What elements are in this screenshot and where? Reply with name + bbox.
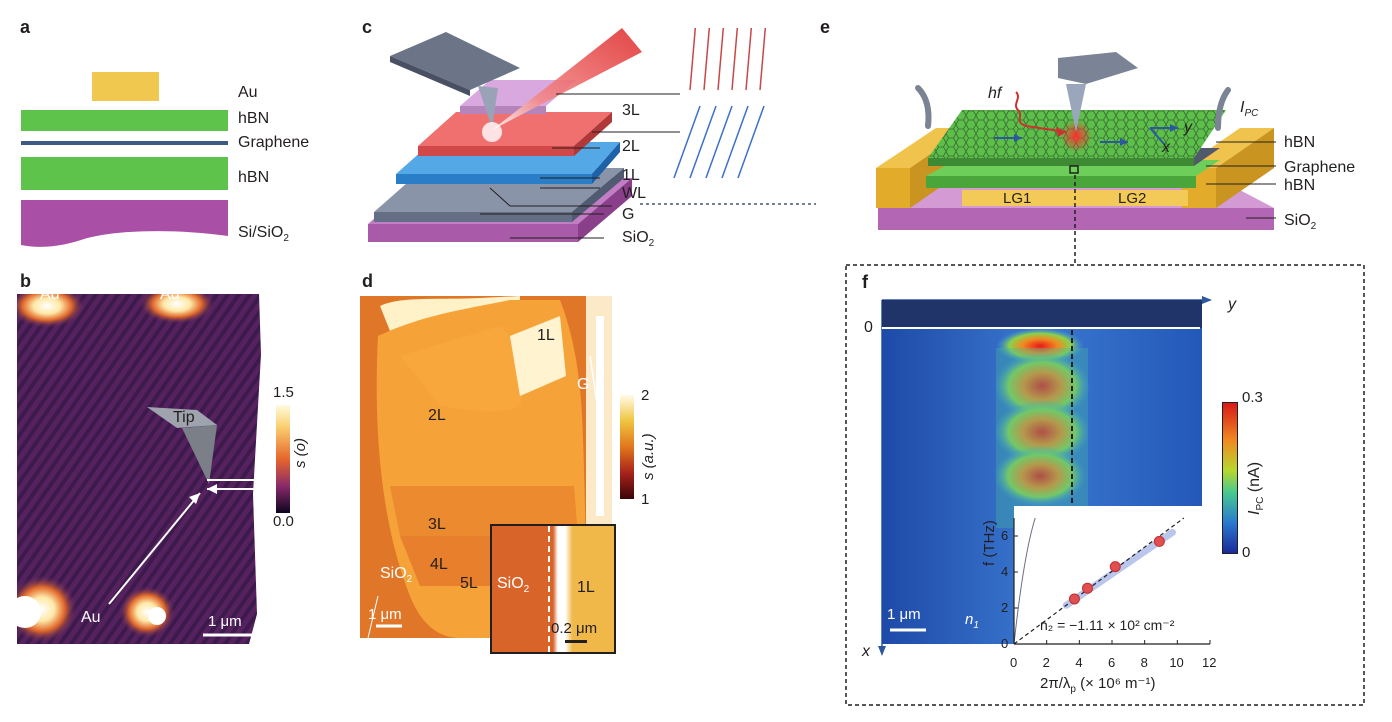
au-layer <box>92 72 159 101</box>
hbn-top-layer <box>21 110 228 131</box>
panel-f-colorbar <box>1222 402 1238 554</box>
y-tick-label: 0 <box>1001 636 1009 651</box>
d-cbar-min: 1 <box>641 491 650 508</box>
label-g: G <box>622 206 635 223</box>
inset-scale-bar <box>565 640 587 643</box>
inset-annotation: n₂ = −1.11 × 10² cm⁻² <box>1040 617 1175 633</box>
y-tick-label: 4 <box>1001 564 1009 579</box>
label-hbn-bottom: hBN <box>238 169 270 186</box>
tip-label: Tip <box>173 409 195 426</box>
data-point <box>1153 535 1165 547</box>
inset-sio2-label: SiO2 <box>497 575 530 596</box>
label-2l-d: 2L <box>428 407 446 424</box>
gate-lg1: LG1 <box>1003 190 1032 207</box>
hf-label: hf <box>988 85 1002 102</box>
x-tick-label: 8 <box>1140 655 1148 670</box>
panel-e-label: e <box>820 17 831 37</box>
f-cbar-label: IPC (nA) <box>1246 461 1267 515</box>
data-point <box>1068 593 1080 605</box>
label-au: Au <box>238 84 258 101</box>
panel-b-colorbar <box>276 405 290 513</box>
data-point <box>1109 561 1121 573</box>
f-zero-label: 0 <box>864 319 873 336</box>
panel-f-label: f <box>862 272 868 292</box>
f-cbar-min: 0 <box>1242 544 1251 561</box>
f-axis-x: x <box>862 643 870 660</box>
label-sio2-e: SiO2 <box>1284 212 1317 233</box>
f-axis-y: y <box>1228 296 1236 313</box>
panel-b-label: b <box>20 271 31 291</box>
panel-d-scale: 1 μm <box>368 606 402 623</box>
label-hbn-bottom-e: hBN <box>1284 177 1316 194</box>
n1-label: n1 <box>965 611 979 631</box>
graphene-layer <box>21 141 228 145</box>
au-label-top-left: Au <box>40 286 60 303</box>
label-5l-d: 5L <box>460 575 478 592</box>
f-cbar-max: 0.3 <box>1242 389 1263 406</box>
label-1l: 1L <box>622 167 640 184</box>
y-tick-label: 2 <box>1001 600 1009 615</box>
b-cbar-label: s (o) <box>292 438 309 468</box>
inset-scale: 0.2 μm <box>551 620 598 637</box>
label-sio2-d: SiO2 <box>380 565 413 586</box>
d-cbar-max: 2 <box>641 387 650 404</box>
label-g-d: G <box>577 376 590 393</box>
panel-b-image <box>17 294 269 644</box>
x-tick-label: 6 <box>1108 655 1116 670</box>
label-wl: WL <box>622 185 646 202</box>
panel-c-stack <box>368 28 816 242</box>
dispersion-plot <box>1013 517 1211 645</box>
panel-d-inset <box>490 524 616 654</box>
x-tick-label: 10 <box>1169 655 1184 670</box>
b-cbar-min: 0.0 <box>273 513 294 530</box>
x-tick-label: 12 <box>1202 655 1217 670</box>
d-cbar-label: s (a.u.) <box>640 433 657 480</box>
inset-1l-label: 1L <box>577 579 595 596</box>
b-cbar-max: 1.5 <box>273 384 294 401</box>
x-tick-label: 0 <box>1010 655 1018 670</box>
panel-d-label: d <box>362 271 373 291</box>
panel-f-scale: 1 μm <box>887 606 921 623</box>
x-axis-e: x <box>1162 139 1170 156</box>
x-tick-label: 2 <box>1042 655 1050 670</box>
label-sio2-c: SiO2 <box>622 229 655 250</box>
inset-xlabel: 2π/λp (× 10⁶ m⁻¹) <box>1040 675 1156 695</box>
label-3l: 3L <box>622 102 640 119</box>
label-3l-d: 3L <box>428 516 446 533</box>
panel-d-colorbar <box>620 395 634 499</box>
label-4l-d: 4L <box>430 556 448 573</box>
x-tick-label: 4 <box>1075 655 1083 670</box>
panel-b-scale: 1 μm <box>208 613 242 630</box>
panel-a-label: a <box>20 17 31 37</box>
au-label-top-right: Au <box>160 286 180 303</box>
hbn-bottom-layer <box>21 157 228 190</box>
y-tick-label: 6 <box>1001 528 1009 543</box>
label-graphene-e: Graphene <box>1284 159 1356 176</box>
au-label-bottom: Au <box>81 609 101 626</box>
panel-e-device <box>876 52 1276 230</box>
label-hbn-top: hBN <box>238 110 270 127</box>
label-1l-d: 1L <box>537 327 555 344</box>
label-hbn-top-e: hBN <box>1284 134 1316 151</box>
y-axis-e: y <box>1184 119 1192 136</box>
panel-c-label: c <box>362 17 373 37</box>
label-2l: 2L <box>622 138 640 155</box>
ipc-label: IPC <box>1240 99 1259 120</box>
inset-ylabel: f (THz) <box>981 520 998 566</box>
gate-lg2: LG2 <box>1118 190 1147 207</box>
light-line <box>1013 517 1036 645</box>
label-sio2: Si/SiO2 <box>238 224 289 245</box>
label-graphene: Graphene <box>238 134 310 151</box>
sio2-layer <box>21 200 228 247</box>
data-point <box>1082 582 1093 594</box>
